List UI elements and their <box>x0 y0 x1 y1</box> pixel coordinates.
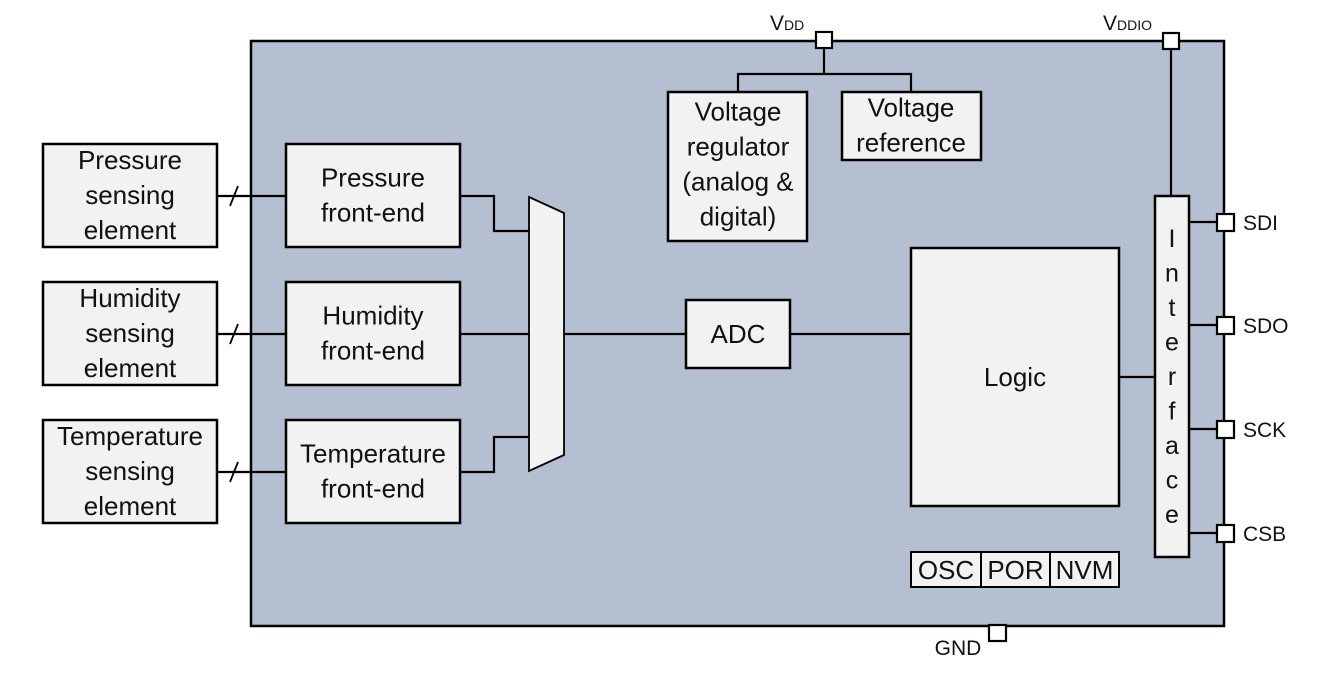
vddio-label: VDDIO <box>1103 12 1152 35</box>
interface-letter: e <box>1165 501 1179 529</box>
sdi-pin-pad <box>1215 212 1236 233</box>
humidity-chain: Humidity sensing element Humidity front-end <box>41 280 529 387</box>
vdd-pad <box>814 30 834 50</box>
voltage-regulator-line: (analog & <box>682 167 793 197</box>
vdd-label: VDD <box>770 12 804 35</box>
pressure-front-end-label: Pressure front-end <box>321 163 425 228</box>
adc-label: ADC <box>711 319 766 349</box>
por-block: POR <box>980 551 1051 588</box>
nvm-block: NVM <box>1049 551 1120 588</box>
voltage-reference-line: Voltage <box>868 93 955 123</box>
temperature-sensing-element: Temperature sensing element <box>41 418 219 525</box>
humidity-sensing-line: sensing <box>85 318 175 348</box>
misc-blocks: OSC POR NVM <box>910 551 1120 588</box>
temperature-mux-wire <box>460 435 529 474</box>
temperature-sensing-line: Temperature <box>57 421 203 451</box>
voltage-regulator-line: digital) <box>700 202 777 232</box>
sdi-pin: SDI <box>1189 212 1278 235</box>
pressure-sensing-element: Pressure sensing element <box>41 142 219 249</box>
csb-pin-pad <box>1215 523 1236 544</box>
bus-slash-icon <box>229 461 239 483</box>
temperature-sensing-label: Temperature sensing element <box>57 421 203 521</box>
osc-label: OSC <box>918 555 974 585</box>
pressure-sensing-line: element <box>84 215 177 245</box>
humidity-front-end-line: Humidity <box>322 301 423 331</box>
temperature-front-end-line: Temperature <box>300 439 446 469</box>
logic-block: Logic <box>909 246 1121 508</box>
temperature-front-end-label: Temperature front-end <box>300 439 446 504</box>
pressure-front-end-line: Pressure <box>321 163 425 193</box>
humidity-front-end-label: Humidity front-end <box>321 301 425 366</box>
interface-letter: a <box>1165 432 1179 460</box>
sdo-pin: SDO <box>1189 315 1289 338</box>
sck-pin-label: SCK <box>1243 419 1286 442</box>
sdi-pin-label: SDI <box>1243 212 1278 235</box>
bus-slash-icon <box>229 323 239 345</box>
pressure-sensing-line: Pressure <box>78 145 182 175</box>
temperature-sensing-line: sensing <box>85 456 175 486</box>
gnd-label: GND <box>935 637 982 660</box>
sdo-pin-pad <box>1215 315 1236 336</box>
osc-block: OSC <box>910 551 982 588</box>
multiplexer <box>528 195 565 473</box>
pressure-chain: Pressure sensing element Pressure front-end <box>41 142 529 249</box>
voltage-reference-line: reference <box>856 128 966 158</box>
humidity-sensing-line: Humidity <box>79 283 180 313</box>
pressure-front-end-line: front-end <box>321 198 425 228</box>
temperature-sensing-line: element <box>84 491 177 521</box>
pressure-sensing-label: Pressure sensing element <box>78 145 182 245</box>
interface-letter: f <box>1169 398 1176 426</box>
gnd-pad <box>987 623 1008 643</box>
bus-slash-icon <box>229 185 239 207</box>
voltage-reference-block: Voltage reference <box>840 90 983 162</box>
humidity-front-end-line: front-end <box>321 336 425 366</box>
temperature-front-end-line: front-end <box>321 474 425 504</box>
humidity-sensing-line: element <box>84 353 177 383</box>
sck-pin: SCK <box>1189 419 1286 442</box>
adc-block: ADC <box>684 298 792 370</box>
interface-letter: e <box>1165 329 1179 357</box>
voltage-reference-label: Voltage reference <box>856 93 966 158</box>
por-label: POR <box>987 555 1043 585</box>
nvm-label: NVM <box>1056 555 1114 585</box>
sck-pin-pad <box>1215 419 1236 440</box>
voltage-regulator-label: Voltage regulator (analog & digital) <box>682 97 793 232</box>
gnd-supply: GND <box>935 623 1008 660</box>
csb-pin: CSB <box>1189 523 1286 546</box>
pressure-mux-wire <box>460 194 529 233</box>
pressure-front-end: Pressure front-end <box>284 142 462 249</box>
humidity-front-end: Humidity front-end <box>284 280 462 387</box>
temperature-front-end: Temperature front-end <box>284 418 462 525</box>
interface-letter: t <box>1169 294 1176 322</box>
logic-label: Logic <box>984 362 1046 392</box>
interface-letter: I <box>1169 225 1176 253</box>
interface-letter: c <box>1166 467 1179 495</box>
voltage-regulator-block: Voltage regulator (analog & digital) <box>666 90 809 243</box>
interface-letter: r <box>1168 363 1176 391</box>
humidity-sensing-element: Humidity sensing element <box>41 280 219 387</box>
voltage-regulator-line: Voltage <box>695 97 782 127</box>
vdd-supply: VDD <box>736 12 913 92</box>
csb-pin-label: CSB <box>1243 523 1286 546</box>
vddio-pad <box>1161 31 1181 51</box>
vddio-supply: VDDIO <box>1103 12 1181 196</box>
humidity-sensing-label: Humidity sensing element <box>79 283 180 383</box>
sdo-pin-label: SDO <box>1243 315 1289 338</box>
pressure-sensing-line: sensing <box>85 180 175 210</box>
vdd-branch-wire <box>736 72 913 92</box>
interface-letter: n <box>1165 260 1179 288</box>
temperature-chain: Temperature sensing element Temperature fron… <box>41 418 529 525</box>
voltage-regulator-line: regulator <box>687 132 790 162</box>
